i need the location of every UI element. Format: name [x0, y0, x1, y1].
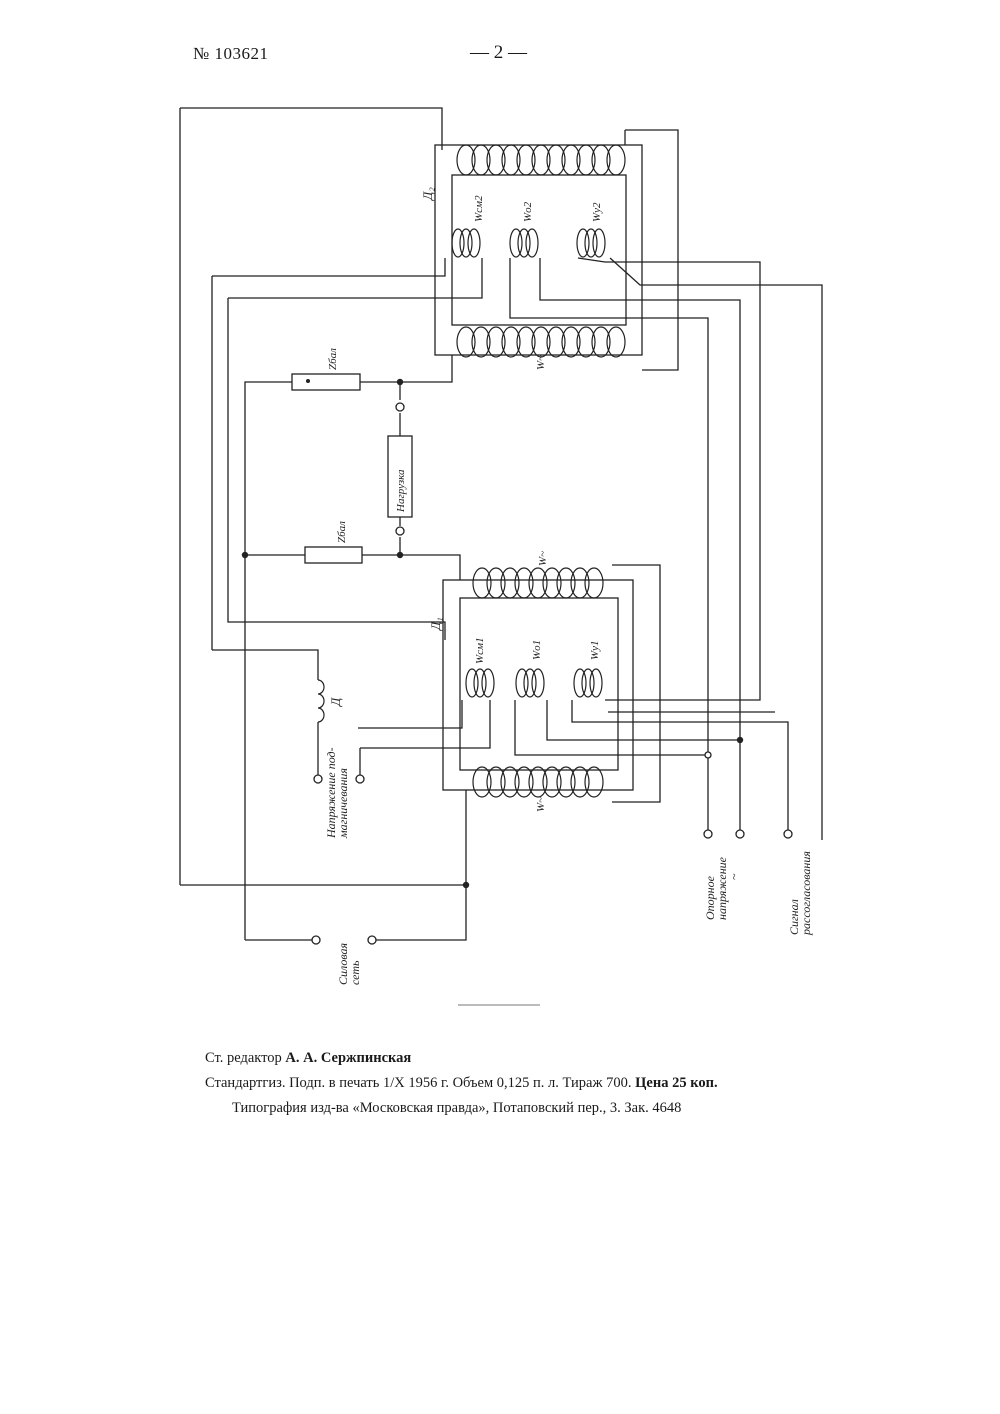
wire-ref-3 [515, 700, 708, 755]
publisher-line: Стандартгиз. Подп. в печать 1/X 1956 г. … [205, 1075, 718, 1092]
power-terminal-1 [312, 936, 320, 944]
node-top [397, 379, 403, 385]
wire-ballast-top-right [360, 355, 452, 382]
signal-terminal [784, 830, 792, 838]
coil-wcm2 [452, 229, 480, 257]
coil-wy2 [577, 229, 605, 257]
wire-sig-3 [572, 700, 788, 830]
label-ref-l2: напряжение [715, 856, 729, 920]
label-d1: Д₁ [428, 617, 443, 632]
wire-sig-1 [578, 258, 760, 700]
node-mid [397, 552, 403, 558]
node-ref [737, 737, 743, 743]
wire-bias-3 [358, 700, 462, 728]
label-w-ac-d1-top: W~ [537, 551, 549, 566]
node-bottom [463, 882, 469, 888]
coil-d2-top [457, 145, 625, 175]
wire-ballast-top-left [245, 382, 305, 555]
coil-wy1 [574, 669, 602, 697]
editor-line: Ст. редактор А. А. Сержпинская [205, 1050, 411, 1067]
label-bias-choke: Д [328, 697, 343, 708]
wire-bias-choke-top [212, 650, 318, 680]
wire-d2-right-loop [625, 130, 678, 370]
resistor-dot [306, 379, 310, 383]
wire-bias-2 [228, 258, 482, 298]
label-ref-l3: ~ [727, 873, 741, 880]
ballast-resistor-bottom [305, 547, 362, 563]
wires [180, 108, 822, 940]
wire-bias-top [212, 258, 445, 276]
label-mismatch-signal: Сигнал рассогласования [787, 851, 813, 936]
coil-bias-choke [318, 680, 324, 722]
printer-line: Типография изд-ва «Московская правда», П… [232, 1100, 681, 1117]
label-power-l2: сеть [348, 960, 362, 985]
wire-ballast-bottom [362, 555, 460, 580]
wire-d1-right-loop [612, 565, 660, 802]
label-wy1: Wу1 [589, 640, 601, 660]
editor-prefix: Ст. редактор [205, 1050, 282, 1066]
label-reference-voltage: Опорное напряжение ~ [703, 854, 741, 920]
label-bias-voltage: Напряжение под- магничевания [324, 744, 350, 839]
coils [318, 145, 625, 797]
core-d1-frame [443, 580, 633, 790]
ref-junction [705, 752, 711, 758]
label-w-ac-d1-bottom: W~ [535, 797, 547, 812]
bias-terminal-2 [356, 775, 364, 783]
label-wcm2: Wсм2 [473, 195, 485, 222]
label-power-network: Силовая сеть [336, 940, 362, 985]
coil-d1-bottom [473, 767, 603, 797]
label-bias-voltage-l2: магничевания [336, 768, 350, 839]
bias-terminal-1 [314, 775, 322, 783]
ref-terminal-2 [736, 830, 744, 838]
coil-wo1 [516, 669, 544, 697]
publisher-text: Стандартгиз. Подп. в печать 1/X 1956 г. … [205, 1075, 632, 1091]
label-load: Нагрузка [395, 469, 407, 513]
label-d2: Д₂ [420, 187, 435, 202]
wire-outer-bottom [180, 790, 466, 885]
wire-ref-2 [540, 258, 740, 830]
wire-bias-4 [360, 700, 490, 748]
label-wcm1: Wсм1 [474, 637, 486, 664]
wire-outer-top [180, 108, 442, 150]
power-terminal-2 [368, 936, 376, 944]
load-terminal-top [396, 403, 404, 411]
price: Цена 25 коп. [635, 1075, 717, 1091]
wire-ref-4 [547, 700, 740, 740]
node-left [242, 552, 248, 558]
coil-wcm1 [466, 669, 494, 697]
coil-d2-bottom [457, 327, 625, 357]
coil-wo2 [510, 229, 538, 257]
load-terminal-bottom [396, 527, 404, 535]
label-w-ac-d2: W~ [535, 355, 547, 370]
editor-name: А. А. Сержпинская [285, 1050, 411, 1066]
core-d2-frame [435, 145, 642, 355]
label-signal-l2: рассогласования [799, 851, 813, 936]
ballast-resistor-top [292, 374, 360, 390]
label-wy2: Wу2 [591, 202, 603, 222]
label-wo2: Wо2 [522, 201, 534, 222]
label-wo1: Wо1 [531, 640, 543, 660]
label-ballast-top: Zбал [327, 348, 339, 370]
ref-terminal-1 [704, 830, 712, 838]
label-ballast-bottom: Zбал [336, 521, 348, 543]
coil-d1-top [473, 568, 603, 598]
wire-power-right [376, 885, 466, 940]
